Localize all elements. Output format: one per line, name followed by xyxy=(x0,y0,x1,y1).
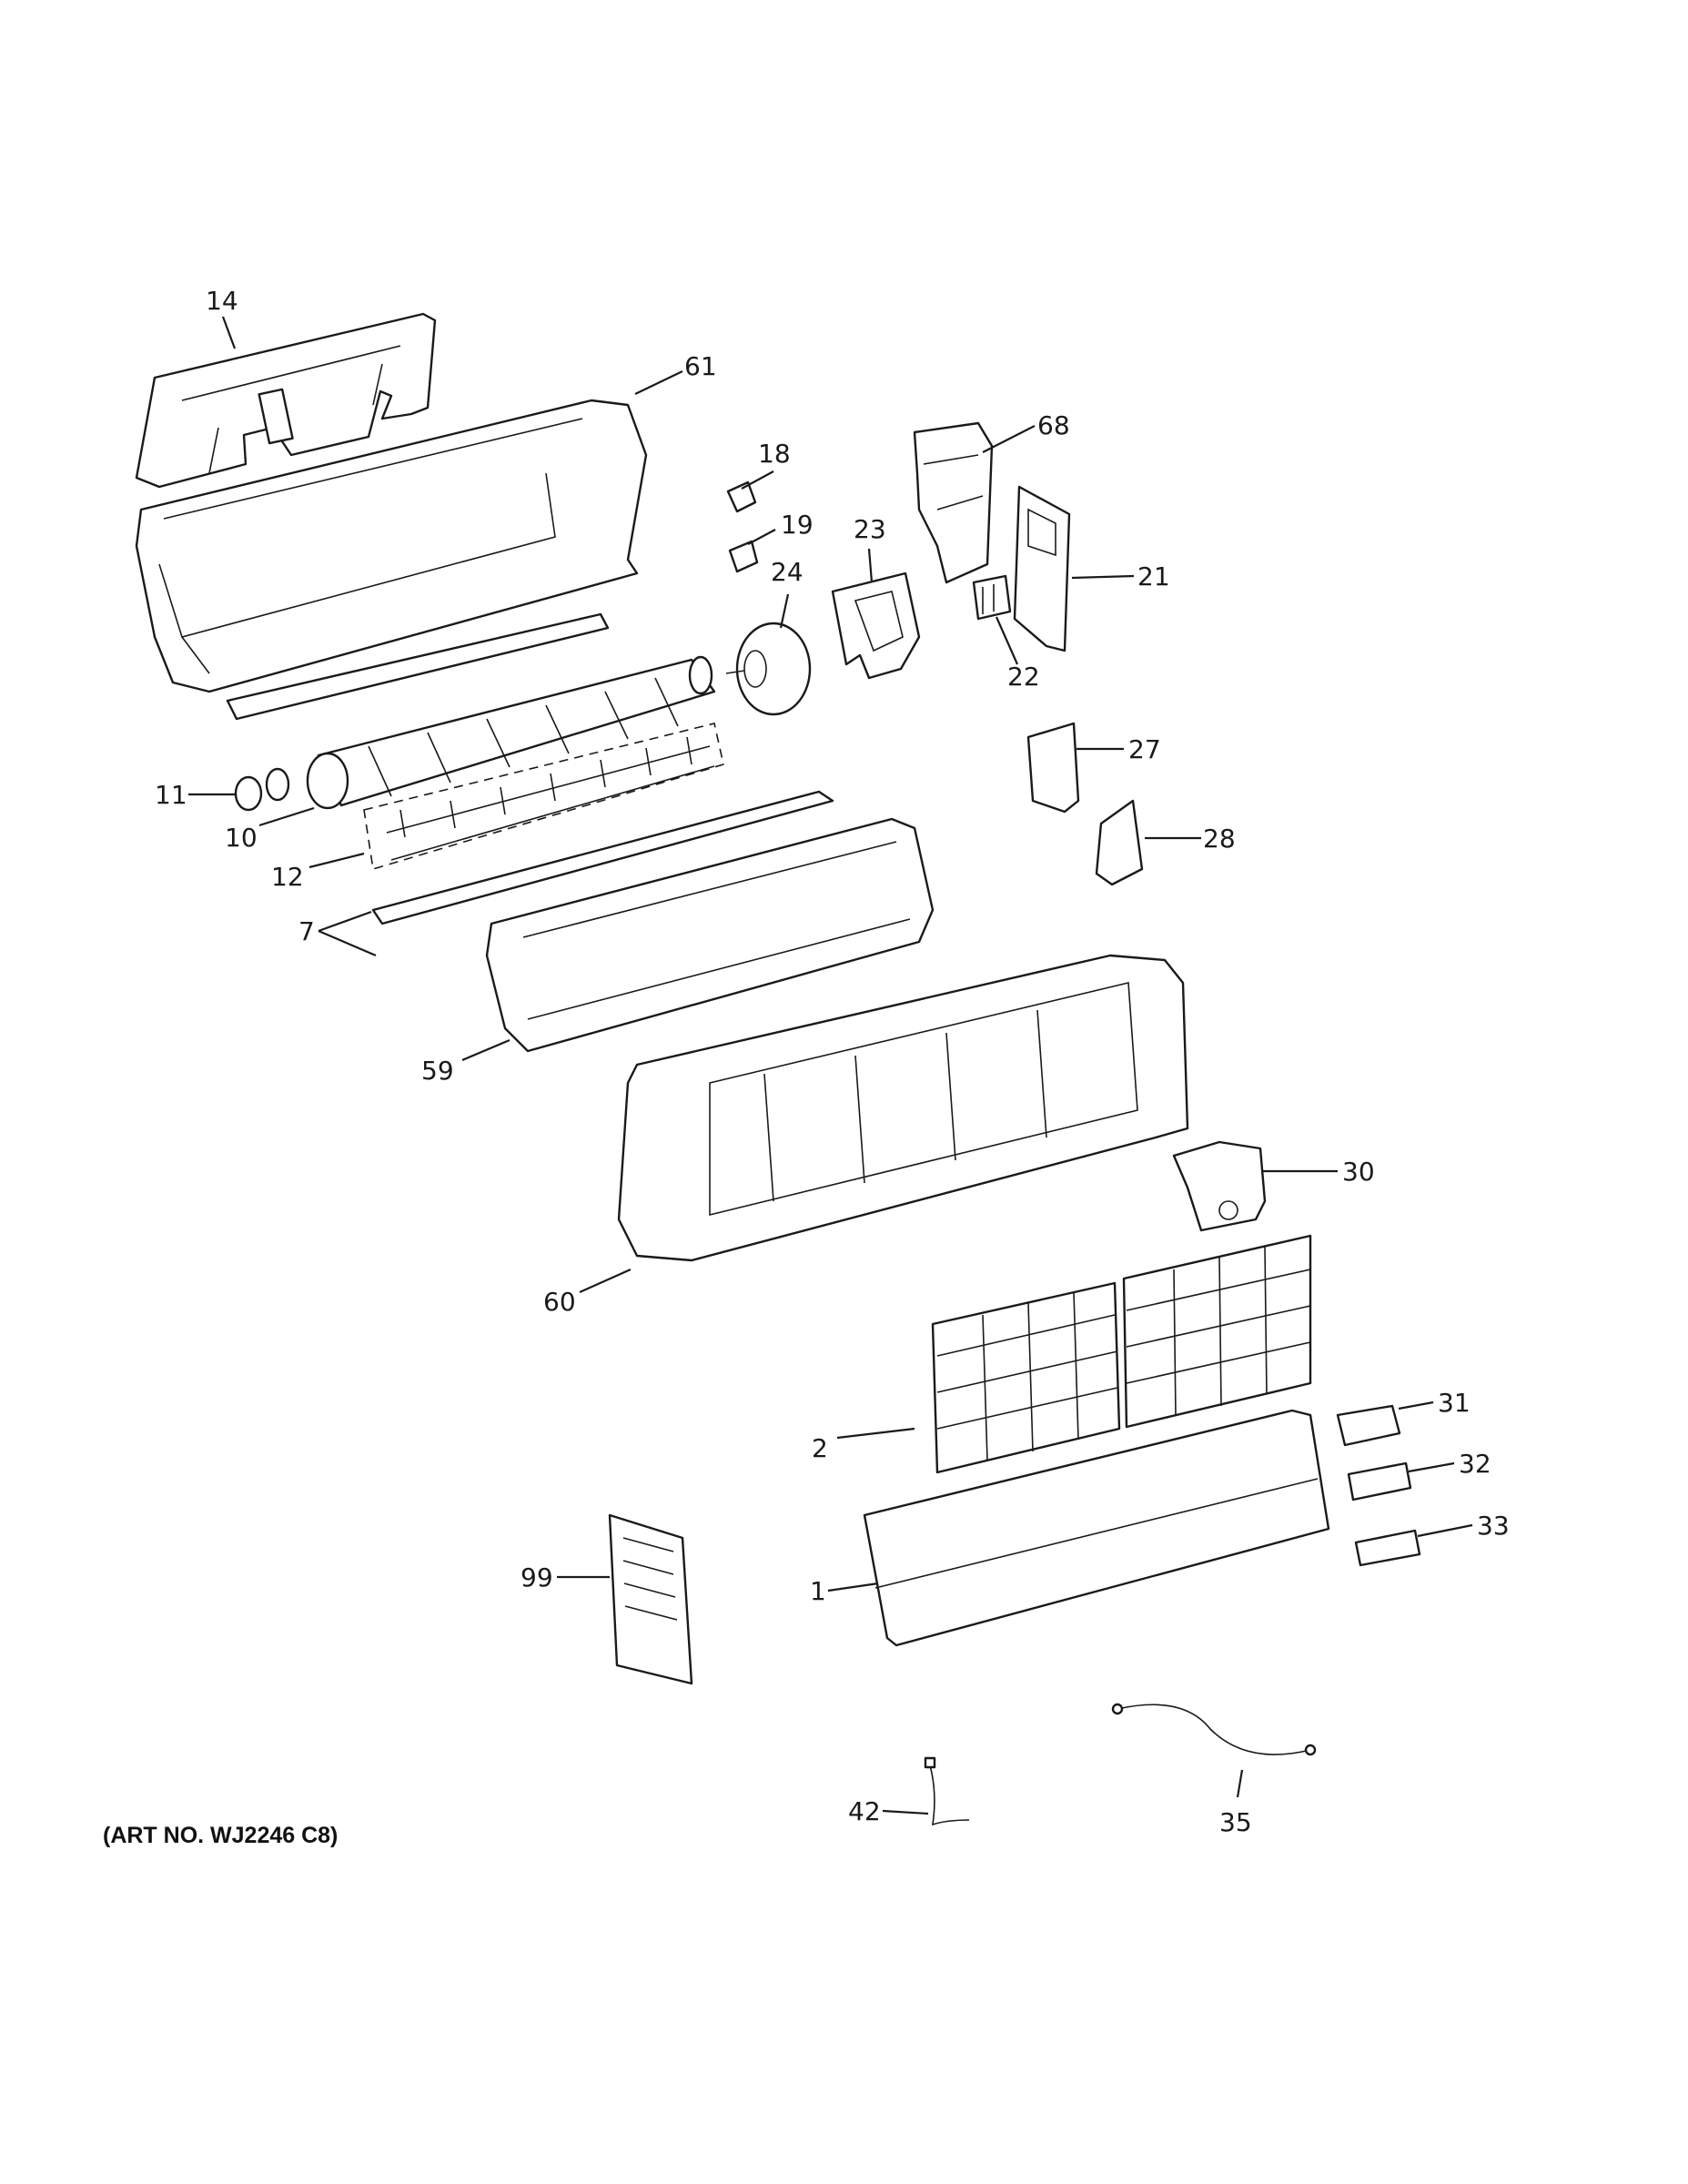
callout-21: 21 xyxy=(1137,561,1170,592)
part-23-motor-bracket xyxy=(831,571,921,680)
part-33-display-panel xyxy=(1354,1529,1421,1567)
part-61-chassis xyxy=(135,399,648,721)
part-35-connecting-wire xyxy=(1111,1703,1317,1756)
callout-27: 27 xyxy=(1128,734,1161,764)
part-1-front-panel xyxy=(863,1409,1330,1647)
part-12-louver-set xyxy=(363,723,724,871)
part-59-evaporator xyxy=(485,817,935,1053)
part-99-manual xyxy=(608,1513,693,1685)
callout-33: 33 xyxy=(1477,1511,1510,1541)
callout-32: 32 xyxy=(1459,1449,1491,1479)
part-7-louver xyxy=(371,790,834,925)
callout-18: 18 xyxy=(758,439,791,469)
art-number-note: (ART NO. WJ2246 C8) xyxy=(103,1823,339,1848)
callout-68: 68 xyxy=(1037,410,1070,440)
part-cross-flow-fan xyxy=(306,655,716,810)
part-19-sensor xyxy=(728,540,759,573)
callout-22: 22 xyxy=(1007,662,1040,692)
part-24-fan-motor xyxy=(725,622,812,716)
callout-31: 31 xyxy=(1438,1388,1471,1418)
part-21-pcb xyxy=(1013,485,1071,652)
part-27-bracket xyxy=(1026,722,1080,814)
callout-labels: 14 61 68 18 19 23 24 21 22 27 28 11 10 1… xyxy=(155,286,1510,1837)
callout-23: 23 xyxy=(854,514,886,544)
callout-24: 24 xyxy=(771,557,804,587)
callout-28: 28 xyxy=(1203,824,1236,854)
callout-11: 11 xyxy=(155,780,187,810)
callout-7: 7 xyxy=(298,916,315,946)
callout-59: 59 xyxy=(421,1056,454,1086)
part-10-bearing xyxy=(265,767,290,802)
callout-42: 42 xyxy=(848,1796,881,1826)
callout-12: 12 xyxy=(271,862,304,892)
callout-30: 30 xyxy=(1342,1157,1375,1187)
callout-19: 19 xyxy=(781,510,814,540)
part-2-air-filter xyxy=(931,1234,1312,1474)
part-42-sensor-wire xyxy=(924,1756,970,1826)
callout-10: 10 xyxy=(225,823,258,853)
callout-2: 2 xyxy=(812,1433,828,1463)
callout-61: 61 xyxy=(684,351,717,381)
part-30-plate xyxy=(1172,1140,1267,1232)
callout-60: 60 xyxy=(543,1287,576,1317)
callout-99: 99 xyxy=(521,1562,553,1592)
part-11-bearing-holder xyxy=(234,775,263,812)
part-22-terminal-block xyxy=(972,574,1012,621)
part-68-electric-box xyxy=(913,421,994,584)
part-14-mounting-plate xyxy=(135,312,437,489)
callout-1: 1 xyxy=(810,1576,826,1606)
part-31-display-board xyxy=(1336,1404,1401,1447)
part-18-sensor xyxy=(726,480,757,513)
part-28-bracket xyxy=(1095,799,1144,886)
part-32-receiver-housing xyxy=(1347,1461,1412,1502)
leader-lines xyxy=(188,316,1473,1815)
part-60-front-frame xyxy=(617,954,1189,1262)
callout-14: 14 xyxy=(206,286,238,316)
callout-35: 35 xyxy=(1219,1807,1252,1837)
